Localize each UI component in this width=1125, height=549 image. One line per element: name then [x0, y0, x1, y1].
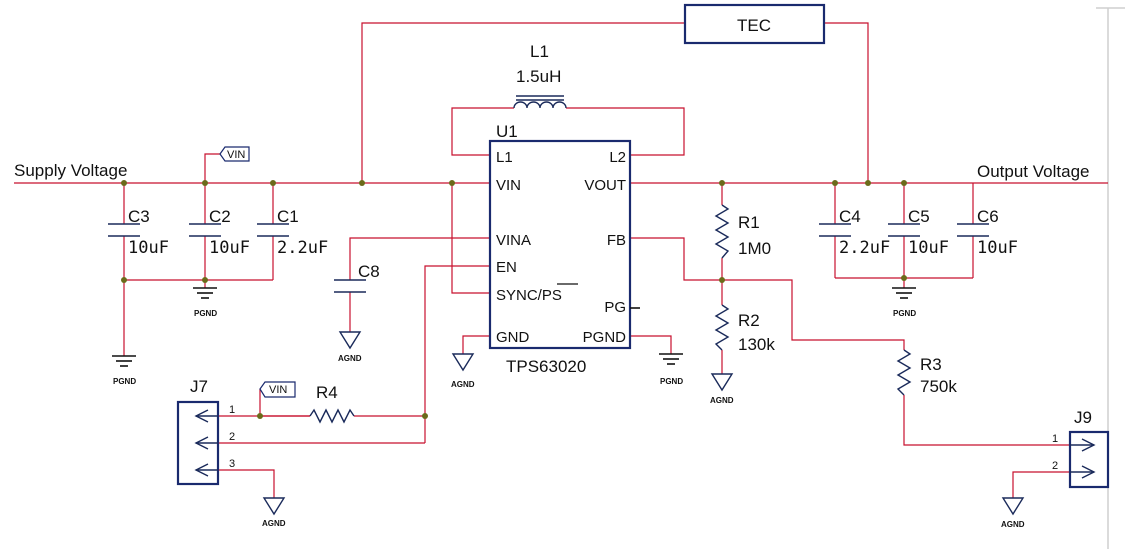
- pgnd-symbol-output: PGND: [892, 287, 916, 318]
- agnd-label-1: AGND: [338, 354, 362, 363]
- r1-value: 1M0: [738, 239, 771, 258]
- pin-sync-ps: SYNC/PS: [496, 287, 562, 304]
- c5-ref: C5: [908, 207, 930, 226]
- agnd-symbol-j7: AGND: [262, 497, 286, 528]
- j7-pin-3: 3: [229, 458, 235, 470]
- j9-ref: J9: [1074, 408, 1092, 427]
- vin-tag-j7-label: VIN: [269, 384, 287, 396]
- pin-vout: VOUT: [584, 177, 626, 194]
- pin-fb: FB: [607, 232, 626, 249]
- capacitor-c6: C6 10uF: [957, 207, 1018, 258]
- c1-ref: C1: [277, 207, 299, 226]
- vin-tag-j7: VIN: [259, 381, 296, 398]
- capacitor-c5: C5 10uF: [888, 207, 949, 258]
- pgnd-label-4: PGND: [660, 377, 683, 386]
- c3-value: 10uF: [128, 238, 169, 258]
- pin-pgnd: PGND: [583, 329, 627, 346]
- pgnd-symbol-input: PGND: [193, 287, 217, 318]
- connector-j9: J9 1 2: [1052, 408, 1110, 489]
- pgnd-symbol-input-left: PGND: [112, 355, 136, 386]
- j7-ref: J7: [190, 377, 208, 396]
- c6-value: 10uF: [977, 238, 1018, 258]
- c4-value: 2.2uF: [839, 238, 890, 258]
- resistor-r3: R3 750k: [896, 349, 957, 396]
- resistor-r1: R1 1M0: [714, 204, 771, 259]
- ic-ref: U1: [496, 122, 518, 141]
- pin-en: EN: [496, 259, 517, 276]
- c2-ref: C2: [209, 207, 231, 226]
- l1-ref: L1: [530, 42, 549, 61]
- ic-part: TPS63020: [506, 357, 586, 376]
- j9-pin-2: 2: [1052, 460, 1058, 472]
- agnd-symbol-j9: AGND: [1001, 497, 1025, 529]
- pin-pg: PG: [604, 299, 626, 316]
- r1-ref: R1: [738, 213, 760, 232]
- c5-value: 10uF: [908, 238, 949, 258]
- c1-value: 2.2uF: [277, 238, 328, 258]
- pin-l1: L1: [496, 149, 513, 166]
- r2-value: 130k: [738, 335, 775, 354]
- pgnd-label-3: PGND: [893, 309, 916, 318]
- pin-l2: L2: [609, 149, 626, 166]
- j7-pin-1: 1: [229, 404, 235, 416]
- tec-label: TEC: [737, 16, 771, 35]
- resistor-r4: R4: [309, 383, 355, 424]
- l1-value: 1.5uH: [516, 67, 561, 86]
- vin-tag-top: VIN: [219, 146, 250, 162]
- j9-pin-1: 1: [1052, 433, 1058, 445]
- j7-pin-2: 2: [229, 431, 235, 443]
- wires: [14, 22, 1108, 498]
- pin-gnd: GND: [496, 329, 530, 346]
- capacitor-c4: C4 2.2uF: [819, 207, 890, 258]
- junction-dots: [121, 180, 907, 419]
- pgnd-label-2: PGND: [194, 309, 217, 318]
- agnd-label-5: AGND: [1001, 520, 1025, 529]
- c3-ref: C3: [128, 207, 150, 226]
- tec-block: TEC: [683, 3, 826, 45]
- agnd-symbol-r2: AGND: [710, 373, 734, 405]
- vin-tag-top-label: VIN: [227, 149, 245, 161]
- agnd-label-3: AGND: [710, 396, 734, 405]
- r3-value: 750k: [920, 377, 957, 396]
- supply-voltage-label: Supply Voltage: [14, 161, 127, 180]
- r2-ref: R2: [738, 311, 760, 330]
- pin-vin: VIN: [496, 177, 521, 194]
- resistor-r2: R2 130k: [714, 304, 775, 354]
- c2-value: 10uF: [209, 238, 250, 258]
- c8-ref: C8: [358, 262, 380, 281]
- capacitor-c3: C3 10uF: [108, 207, 169, 258]
- pgnd-label-1: PGND: [113, 377, 136, 386]
- ic-u1: U1 TPS63020 L1 VIN VINA EN SYNC/PS GND L…: [488, 122, 640, 376]
- capacitor-c8: C8: [334, 262, 380, 293]
- agnd-label-2: AGND: [451, 380, 475, 389]
- c4-ref: C4: [839, 207, 861, 226]
- connector-j7: J7 1 2 3: [176, 377, 235, 486]
- agnd-symbol-ic: AGND: [451, 353, 475, 389]
- c6-ref: C6: [977, 207, 999, 226]
- r3-ref: R3: [920, 355, 942, 374]
- capacitor-c1: C1 2.2uF: [257, 207, 328, 258]
- inductor-l1: L1 1.5uH: [513, 42, 567, 109]
- pin-vina: VINA: [496, 232, 531, 249]
- pgnd-symbol-ic: PGND: [659, 353, 683, 386]
- agnd-label-4: AGND: [262, 519, 286, 528]
- capacitor-c2: C2 10uF: [189, 207, 250, 258]
- output-voltage-label: Output Voltage: [977, 162, 1089, 181]
- agnd-symbol-c8: AGND: [338, 331, 362, 363]
- r4-ref: R4: [316, 383, 338, 402]
